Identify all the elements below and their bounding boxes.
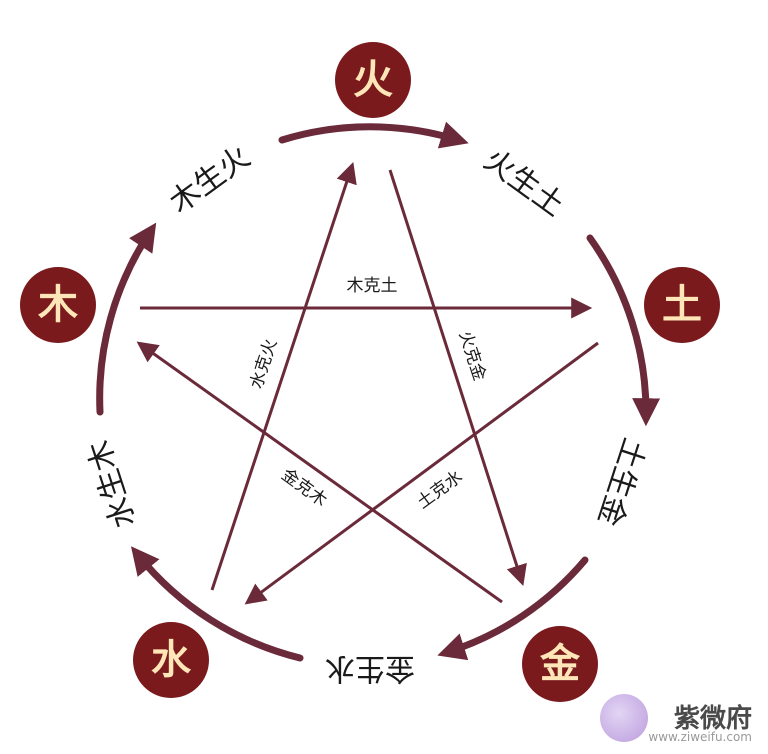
controlling-lines <box>136 162 599 605</box>
label-wood-fire: 木生火 <box>163 139 256 220</box>
label-metal-wood: 金克木 <box>277 465 330 511</box>
line-earth-water <box>244 341 599 605</box>
line-metal-wood <box>136 341 503 604</box>
generating-labels: 木生火 火生土 土生金 金生水 水生木 <box>81 139 651 685</box>
label-metal-water: 金生水 <box>325 651 415 686</box>
node-water-label: 水 <box>151 637 192 683</box>
label-fire-earth: 火生土 <box>477 142 570 223</box>
label-earth-metal: 土生金 <box>590 434 651 530</box>
watermark-url: www.ziweifu.com <box>648 730 752 744</box>
node-water: 水 <box>133 622 209 698</box>
arc-wood-fire <box>96 222 157 416</box>
arc-water-wood <box>130 546 304 662</box>
node-earth-label: 土 <box>662 282 702 328</box>
node-metal: 金 <box>522 626 598 702</box>
watermark-name: 紫微府 <box>673 704 752 734</box>
label-water-fire: 水克火 <box>247 337 282 392</box>
label-wood-earth: 木克土 <box>347 276 398 296</box>
line-water-fire <box>210 162 357 591</box>
label-fire-metal: 火克金 <box>455 329 490 384</box>
watermark-logo-icon <box>600 694 648 742</box>
generating-arcs <box>96 121 661 662</box>
node-fire-label: 火 <box>353 57 393 103</box>
node-wood-label: 木 <box>38 282 78 328</box>
node-earth: 土 <box>644 267 720 343</box>
node-wood: 木 <box>20 267 96 343</box>
arc-metal-water <box>437 556 589 661</box>
node-fire: 火 <box>335 42 411 118</box>
watermark: 紫微府 www.ziweifu.com <box>600 690 760 750</box>
arc-fire-earth <box>278 121 469 149</box>
arc-earth-metal <box>586 234 661 427</box>
line-fire-metal <box>388 169 527 586</box>
label-water-wood: 水生木 <box>81 436 142 532</box>
controlling-labels: 木克土 火克金 土克水 金克木 水克火 <box>247 276 490 513</box>
node-metal-label: 金 <box>539 641 581 687</box>
